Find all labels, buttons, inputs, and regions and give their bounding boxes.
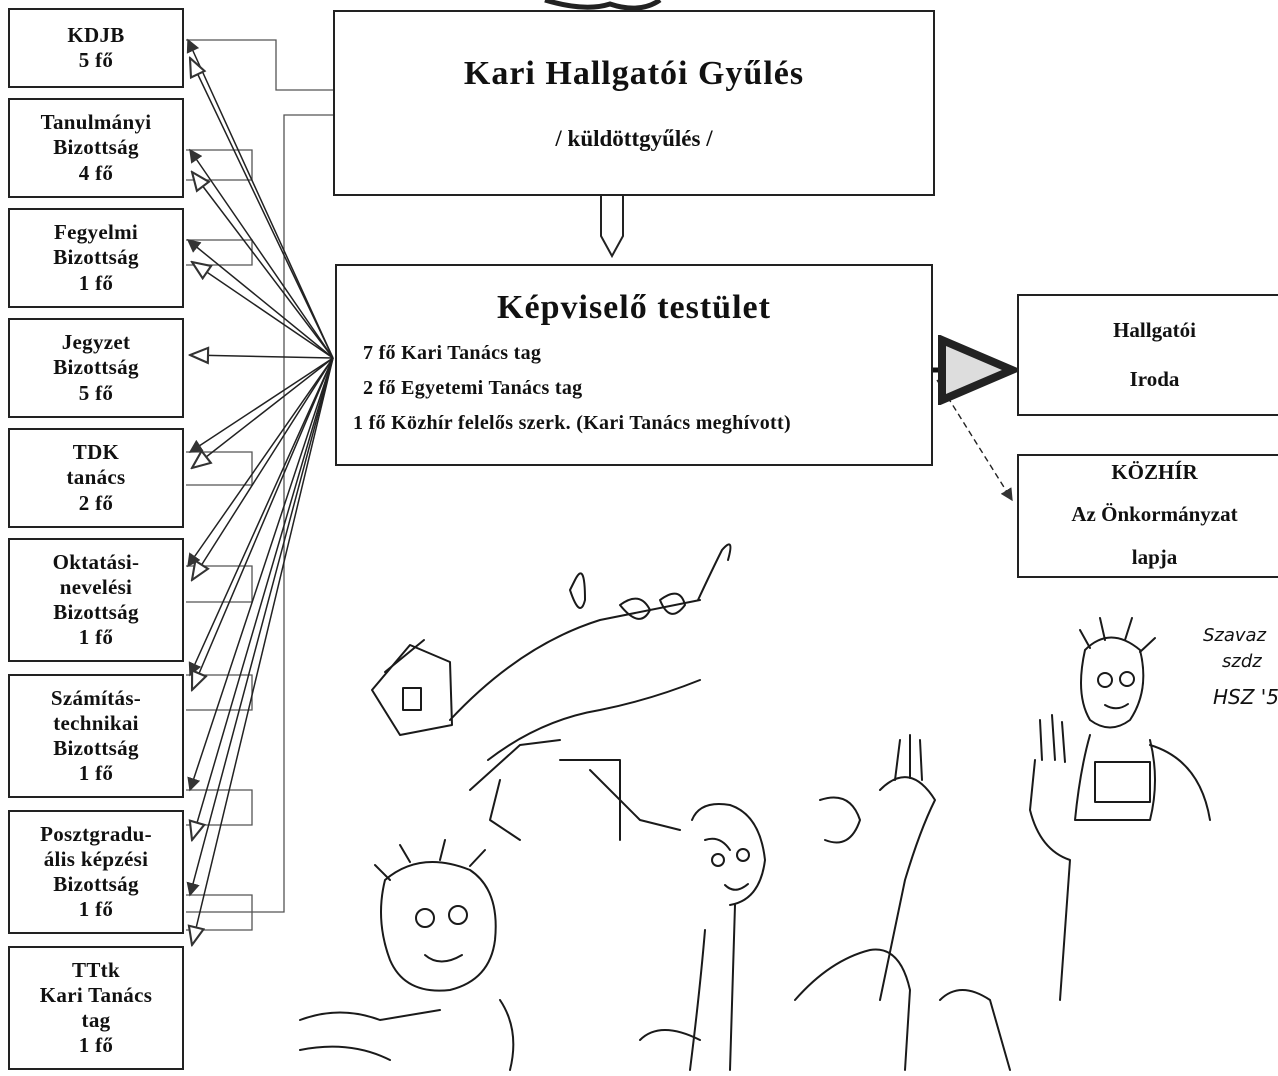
committee-line: TDK <box>72 440 120 465</box>
committee-line: Számítás- <box>50 685 142 710</box>
cartoon-crowd-illustration <box>299 543 1211 1071</box>
bracket-lines <box>186 39 336 931</box>
representative-box-lines: 7 fő Kari Tanács tag 2 fő Egyetemi Tanác… <box>337 341 931 435</box>
committee-line: tag <box>81 1008 111 1032</box>
committee-line: nevelési <box>59 574 133 599</box>
committee-line: 1 fő <box>78 625 114 650</box>
kozhir-line-2: Az Önkormányzat <box>1071 502 1238 527</box>
committee-line: Bizottság <box>53 872 139 896</box>
committee-line: 5 fő <box>78 380 114 405</box>
handwriting-note-3: HSZ '5 <box>1213 685 1278 709</box>
committee-line: 2 fő <box>78 490 114 515</box>
committee-line: Tanulmányi <box>40 110 152 135</box>
committee-line: tanács <box>66 465 126 490</box>
representative-box-title: Képviselő testület <box>497 289 771 326</box>
committee-line: 1 fő <box>78 761 114 786</box>
hallgatoi-iroda-box: Hallgatói Iroda <box>1017 294 1278 416</box>
kozhir-line-1: KÖZHÍR <box>1111 460 1198 484</box>
committee-line: Bizottság <box>53 245 139 270</box>
handwriting-note-2: szdz <box>1222 651 1262 672</box>
committee-line: 1 fő <box>78 270 114 295</box>
committee-line: Bizottság <box>53 600 139 624</box>
committee-line: KDJB <box>67 22 125 47</box>
kepviselo-testulet-box: Képviselő testület 7 fő Kari Tanács tag … <box>335 264 933 466</box>
handwriting-note-1: Szavaz <box>1203 625 1267 646</box>
kozhir-box: KÖZHÍR Az Önkormányzat lapja <box>1017 454 1278 578</box>
committee-line: Kari Tanács <box>39 982 153 1007</box>
kari-hallgatoi-gyules-box: Kari Hallgatói Gyűlés / küldöttgyűlés / <box>333 10 935 196</box>
committee-line: 1 fő <box>78 897 114 922</box>
kozhir-dashed-arrow <box>936 379 1013 502</box>
main-to-representative-arrow <box>600 196 624 259</box>
main-box-title: Kari Hallgatói Gyűlés <box>463 54 805 92</box>
rep-line-kari-tanacs: 7 fő Kari Tanács tag <box>363 341 542 364</box>
fan-arrows <box>186 38 334 945</box>
committee-line: Oktatási- <box>52 549 140 574</box>
top-decoration-mark <box>544 0 662 11</box>
committee-line: Fegyelmi <box>53 220 139 245</box>
main-box-subtitle: / küldöttgyűlés / <box>555 125 713 151</box>
committee-line: 1 fő <box>78 1033 114 1058</box>
committee-line: 5 fő <box>78 48 114 72</box>
rep-line-kozhir-szerkeszto: 1 fő Közhír felelős szerk. (Kari Tanács … <box>353 411 791 434</box>
committee-line: Bizottság <box>53 135 139 160</box>
committee-line: 4 fő <box>78 160 114 185</box>
committee-line: technikai <box>53 710 139 735</box>
office-line-2: Iroda <box>1129 366 1180 391</box>
committee-line: Bizottság <box>53 736 139 760</box>
committee-line: Bizottság <box>53 355 139 380</box>
office-line-1: Hallgatói <box>1113 317 1196 342</box>
committee-line: Posztgradu- <box>40 821 152 846</box>
committee-line: TTtk <box>72 957 120 982</box>
committee-line: Jegyzet <box>61 330 131 355</box>
rep-line-egyetemi-tanacs: 2 fő Egyetemi Tanács tag <box>363 376 583 399</box>
committee-line: ális képzési <box>43 846 149 871</box>
kozhir-line-3: lapja <box>1131 544 1178 569</box>
